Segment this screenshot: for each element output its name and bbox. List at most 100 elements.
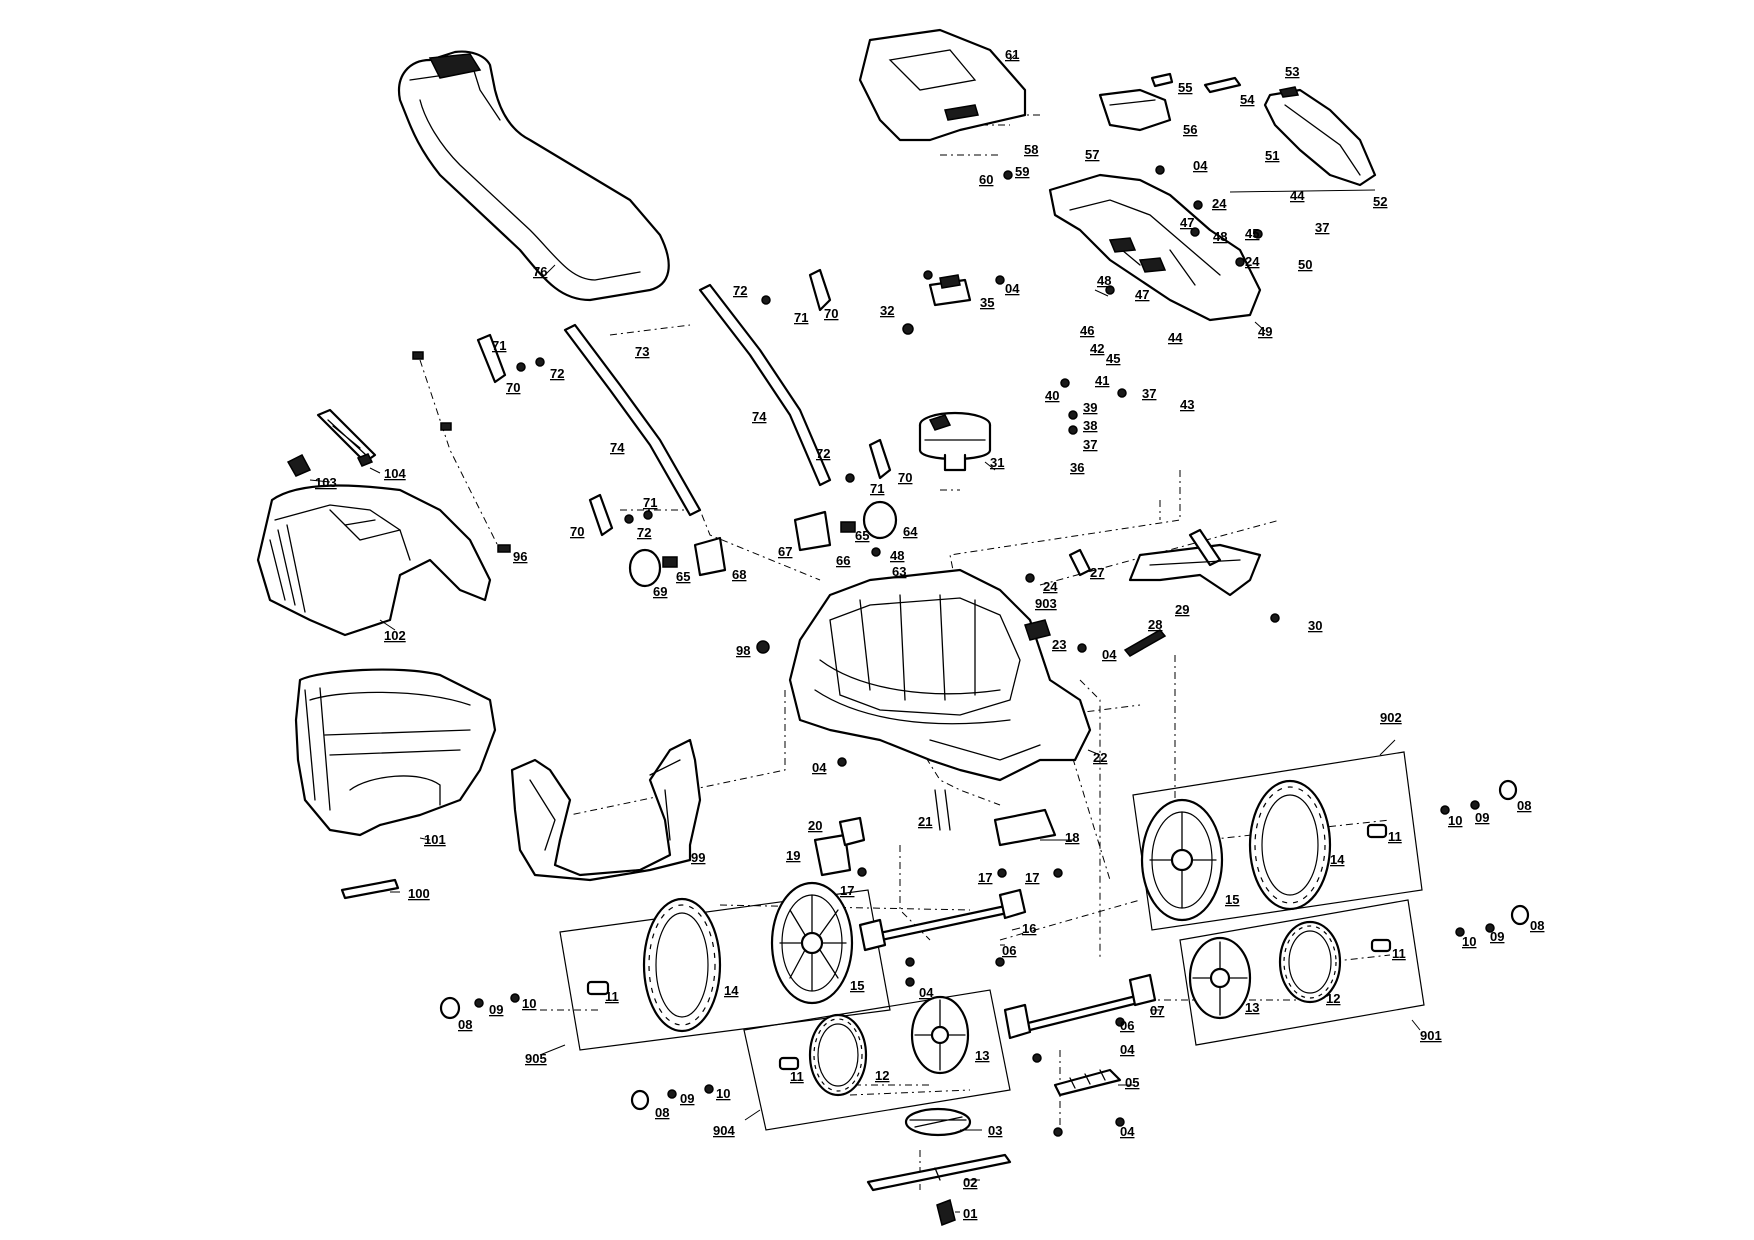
label-08: 08 [655,1105,669,1120]
label-06: 06 [1002,943,1016,958]
part-35-switch [928,274,972,307]
label-37: 37 [1315,220,1329,235]
label-65: 65 [676,569,690,584]
label-102: 102 [384,628,406,643]
part-01-blade-bolt [936,1198,956,1227]
label-37: 37 [1083,437,1097,452]
part-09-washer-901 [1485,923,1495,933]
label-60: 60 [979,172,993,187]
part-52-handle-cover [1263,86,1377,187]
label-70: 70 [570,524,584,539]
part-14-wheel-tyre-905 [642,897,722,1033]
label-48: 48 [890,548,904,563]
label-96: 96 [513,549,527,564]
label-903: 903 [1035,596,1057,611]
part-16-rear-axle [858,888,1027,952]
label-01: 01 [963,1206,977,1221]
label-11: 11 [1392,946,1406,961]
part-13-wheel-rim-901 [1188,936,1252,1020]
label-12: 12 [875,1068,889,1083]
group-box-901 [1179,899,1425,1046]
label-56: 56 [1183,122,1197,137]
label-76: 76 [533,264,547,279]
label-68: 68 [732,567,746,582]
label-74: 74 [610,440,625,455]
label-15: 15 [850,978,864,993]
label-09: 09 [1475,810,1489,825]
label-70: 70 [898,470,912,485]
part-08-cap-905 [439,996,461,1020]
label-13: 13 [975,1048,989,1063]
label-17: 17 [1025,870,1039,885]
label-21: 21 [918,814,932,829]
part-08-cap-901 [1510,904,1530,926]
label-04: 04 [1120,1124,1135,1139]
label-48: 48 [1097,273,1111,288]
part-66-hinge [793,510,832,552]
label-13: 13 [1245,1000,1259,1015]
part-22-deck [788,568,1092,782]
part-12-wheel-tyre-901 [1278,920,1342,1004]
label-17: 17 [978,870,992,885]
label-904: 904 [713,1123,735,1138]
label-04: 04 [812,760,827,775]
part-70-lever-d [588,493,614,537]
part-65-spring-b [662,556,678,568]
label-24: 24 [1212,196,1227,211]
label-10: 10 [1462,934,1476,949]
label-49: 49 [1258,324,1272,339]
label-63: 63 [892,564,906,579]
part-14-wheel-tyre-902 [1248,779,1332,911]
label-08: 08 [1530,918,1544,933]
part-09-washer-905 [474,998,484,1008]
label-20: 20 [808,818,822,833]
label-14: 14 [724,983,739,998]
part-21-screws [934,789,951,831]
label-23: 23 [1052,637,1066,652]
label-35: 35 [980,295,994,310]
group-box-905 [559,889,891,1051]
label-905: 905 [525,1051,547,1066]
label-09: 09 [489,1002,503,1017]
part-28-bar [1123,629,1167,657]
label-18: 18 [1065,830,1079,845]
label-54: 54 [1240,92,1255,107]
label-10: 10 [716,1086,730,1101]
label-10: 10 [1448,813,1462,828]
label-72: 72 [637,525,651,540]
label-64: 64 [903,524,918,539]
label-07: 07 [1150,1003,1164,1018]
label-47: 47 [1180,215,1194,230]
label-08: 08 [1517,798,1531,813]
label-30: 30 [1308,618,1322,633]
label-74: 74 [752,409,767,424]
part-27-bracket [1068,548,1092,577]
group-box-904 [743,989,1011,1131]
part-96-bolt [412,351,511,553]
label-66: 66 [836,553,850,568]
label-41: 41 [1095,373,1109,388]
part-10-nut-902 [1440,805,1450,815]
label-10: 10 [522,996,536,1011]
part-104-handle-cover [316,408,377,467]
part-15-wheel-rim-905 [770,881,854,1005]
part-23-plate [1024,619,1051,641]
part-11-axle-901 [1370,938,1392,953]
part-74-lower-handle-left [563,323,702,517]
part-08-cap-902 [1498,779,1518,801]
part-11-axle-902 [1366,823,1388,839]
part-11-axle-904 [778,1056,800,1071]
part-12-wheel-tyre-904 [808,1013,868,1097]
part-102-grassbox-lid [256,484,492,637]
part-15-wheel-rim-902 [1140,798,1224,922]
label-42: 42 [1090,341,1104,356]
label-45: 45 [1106,351,1120,366]
part-98-nut [756,640,770,654]
part-99-chute-frame [510,738,702,882]
label-50: 50 [1298,257,1312,272]
part-56-switch-cover [1098,88,1172,132]
label-70: 70 [824,306,838,321]
part-29-handle-bracket [1128,528,1262,597]
